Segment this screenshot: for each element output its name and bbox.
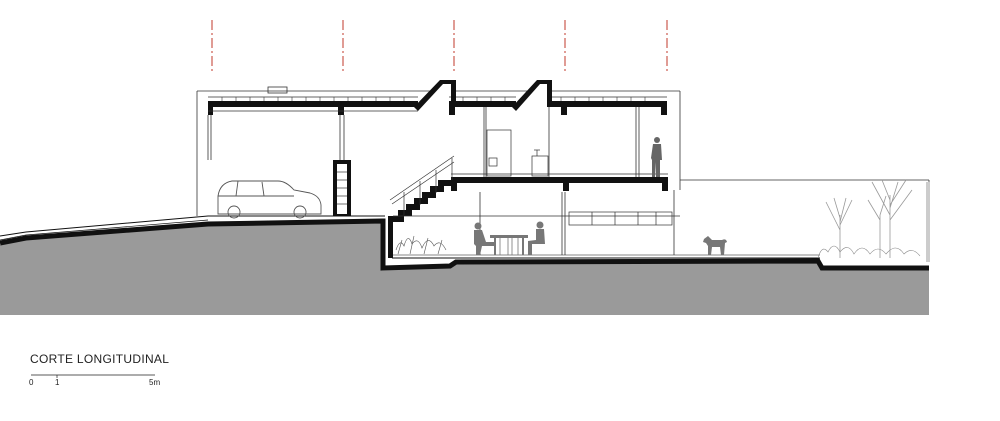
lower-wall xyxy=(388,222,393,258)
planter-shrubs xyxy=(395,235,447,255)
ground-cut-line xyxy=(0,218,929,271)
garden-shrubs xyxy=(817,245,921,259)
roof-joists xyxy=(221,97,646,101)
scale-bar xyxy=(31,374,155,378)
drawing-title: CORTE LONGITUDINAL xyxy=(30,352,170,366)
bathroom xyxy=(486,129,549,177)
grid-axes xyxy=(211,20,668,74)
scale-tick-1: 1 xyxy=(55,378,60,387)
dining-people-icon xyxy=(474,221,545,255)
dining-chairs xyxy=(499,238,519,255)
scale-tick-5m: 5m xyxy=(149,378,161,387)
garden-wall xyxy=(926,182,930,262)
car-icon xyxy=(217,180,322,219)
roof-lines xyxy=(208,96,667,112)
roof-slab xyxy=(208,101,667,115)
garage-cabinet-inner xyxy=(337,164,347,214)
kitchen-cabinets xyxy=(568,211,673,226)
garage-cabinet-shelves xyxy=(337,171,347,205)
roof-monitors xyxy=(414,80,552,111)
driveway-surface-2 xyxy=(0,219,209,241)
upper-floor-slab xyxy=(451,177,668,191)
dog-icon xyxy=(703,236,727,255)
ground-section xyxy=(0,222,929,315)
stair-handrail xyxy=(389,155,455,215)
scale-tick-0: 0 xyxy=(29,378,34,387)
tree-icon xyxy=(825,179,913,258)
roof-skylight xyxy=(267,86,288,94)
driveway-surface xyxy=(0,215,385,237)
person-icon xyxy=(651,137,662,177)
